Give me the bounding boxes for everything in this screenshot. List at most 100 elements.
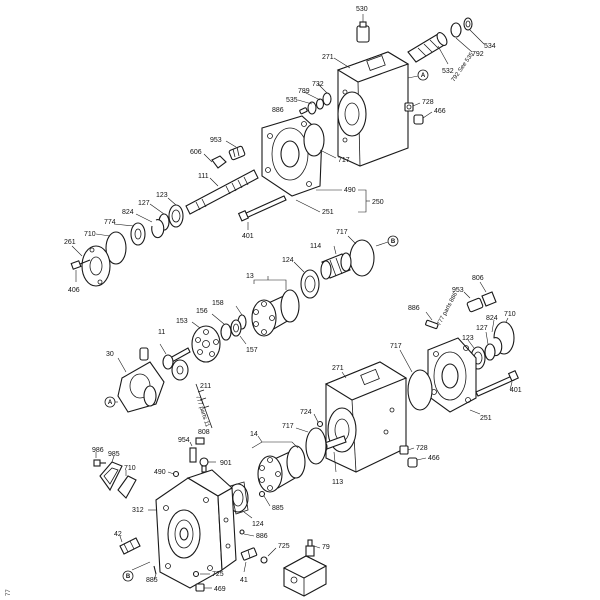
note-top: 792 See 535 [451,51,476,83]
label-886-right: 886 [408,305,420,312]
label-710-right: 710 [504,311,516,318]
label-532: 532 [442,68,454,75]
label-824-top: 824 [122,209,134,216]
label-717-lower: 717 [282,423,294,430]
part-717-o-ring-mid [349,239,375,277]
label-312: 312 [132,507,144,514]
label-261: 261 [64,239,76,246]
label-124-lower: 124 [252,521,264,528]
part-535-stopper [307,101,317,115]
label-211: 211 [200,383,211,390]
label-490-top: 490 [344,187,356,194]
part-710-o-ring-top [105,231,127,265]
part-953-adjust-screw-right [466,297,484,313]
part-42-plug [119,537,141,555]
label-986: 986 [92,447,104,454]
note-right: 777 parts 886 [436,291,459,327]
label-127-right: 127 [476,325,488,332]
label-153: 153 [176,318,188,325]
part-406-screw [70,259,91,270]
label-111: 111 [198,173,209,180]
part-271-housing-right [324,361,408,473]
part-124-needle-bearing-top [300,269,320,299]
part-724-o-ring [316,420,324,428]
label-401-top: 401 [242,233,254,240]
label-466-top: 466 [434,108,446,115]
part-717-o-ring-right [407,369,433,411]
part-808-nut [195,437,205,445]
part-530-plug [356,14,370,43]
reference-marker-b-top: B [375,235,399,247]
part-211-spring [195,383,213,429]
part-725-o-ring-upper [260,556,268,564]
label-123-right: 123 [462,335,474,342]
label-885-right: 885 [272,505,284,512]
part-261-seal-cover [81,245,111,287]
reference-marker-a-left: A [104,396,118,408]
label-824-right: 824 [486,315,498,322]
svg-text:B: B [391,239,396,245]
page-corner-number: 77 [6,589,12,596]
part-14-cylinder-block-lower [257,445,306,493]
part-271-housing-top [336,51,410,167]
part-79-solenoid-block [282,539,328,597]
label-886-top: 886 [272,107,284,114]
part-123-bearing-top [168,204,184,228]
part-886a-pin [299,107,308,115]
part-41-plug [240,547,258,561]
label-724: 724 [300,409,312,416]
part-728-plug [404,102,414,112]
part-886-pin-right [425,319,439,330]
reference-marker-a-top: A [407,69,429,81]
part-111-drive-shaft [185,169,259,215]
part-251-valve-block-right [427,337,477,413]
label-530: 530 [356,6,368,13]
part-534-seal [463,17,473,31]
part-532-shaft-sleeve [407,32,448,63]
label-606: 606 [190,149,202,156]
label-401-right: 401 [510,387,522,394]
part-157-spring [230,319,242,337]
part-985-cover [99,461,123,492]
label-728-top: 728 [422,99,434,106]
part-401-bolt-right [475,369,520,397]
svg-text:A: A [108,400,113,406]
part-30-swash-plate [117,347,165,413]
part-466-plug-right [407,457,418,468]
part-728-plug-right [399,445,409,455]
label-717-right: 717 [390,343,402,350]
svg-text:A: A [421,73,426,79]
label-732: 732 [312,81,324,88]
label-789: 789 [298,88,310,95]
part-717-o-ring-top [303,123,325,157]
label-157: 157 [246,347,258,354]
label-271-top: 271 [322,54,334,61]
label-79: 79 [322,544,330,551]
reference-marker-b-bottom: B [122,561,151,582]
label-123-top: 123 [156,192,168,199]
part-153-set-plate [191,325,221,363]
part-127-spacer-right [484,343,496,361]
label-469: 469 [214,586,226,593]
label-901: 901 [220,460,232,467]
label-13: 13 [246,273,254,280]
label-251-top: 251 [322,209,334,216]
label-886-lower: 886 [256,533,268,540]
label-953-right: 953 [452,287,464,294]
part-953-adjust-screw [228,145,246,161]
part-806-nut [481,291,497,307]
part-114-spline-coupling [320,252,352,280]
label-717-mid: 717 [336,229,348,236]
label-271-right: 271 [332,365,344,372]
label-725-upper: 725 [278,543,290,550]
part-732-o-ring [322,92,332,106]
label-406: 406 [68,287,80,294]
part-710-gasket-lower [117,475,137,499]
label-466-right: 466 [428,455,440,462]
part-886-pin-lower [239,529,245,535]
label-534: 534 [484,43,496,50]
part-954-screw [189,447,197,463]
label-490-lower: 490 [154,469,166,476]
part-466-plug [413,114,424,125]
